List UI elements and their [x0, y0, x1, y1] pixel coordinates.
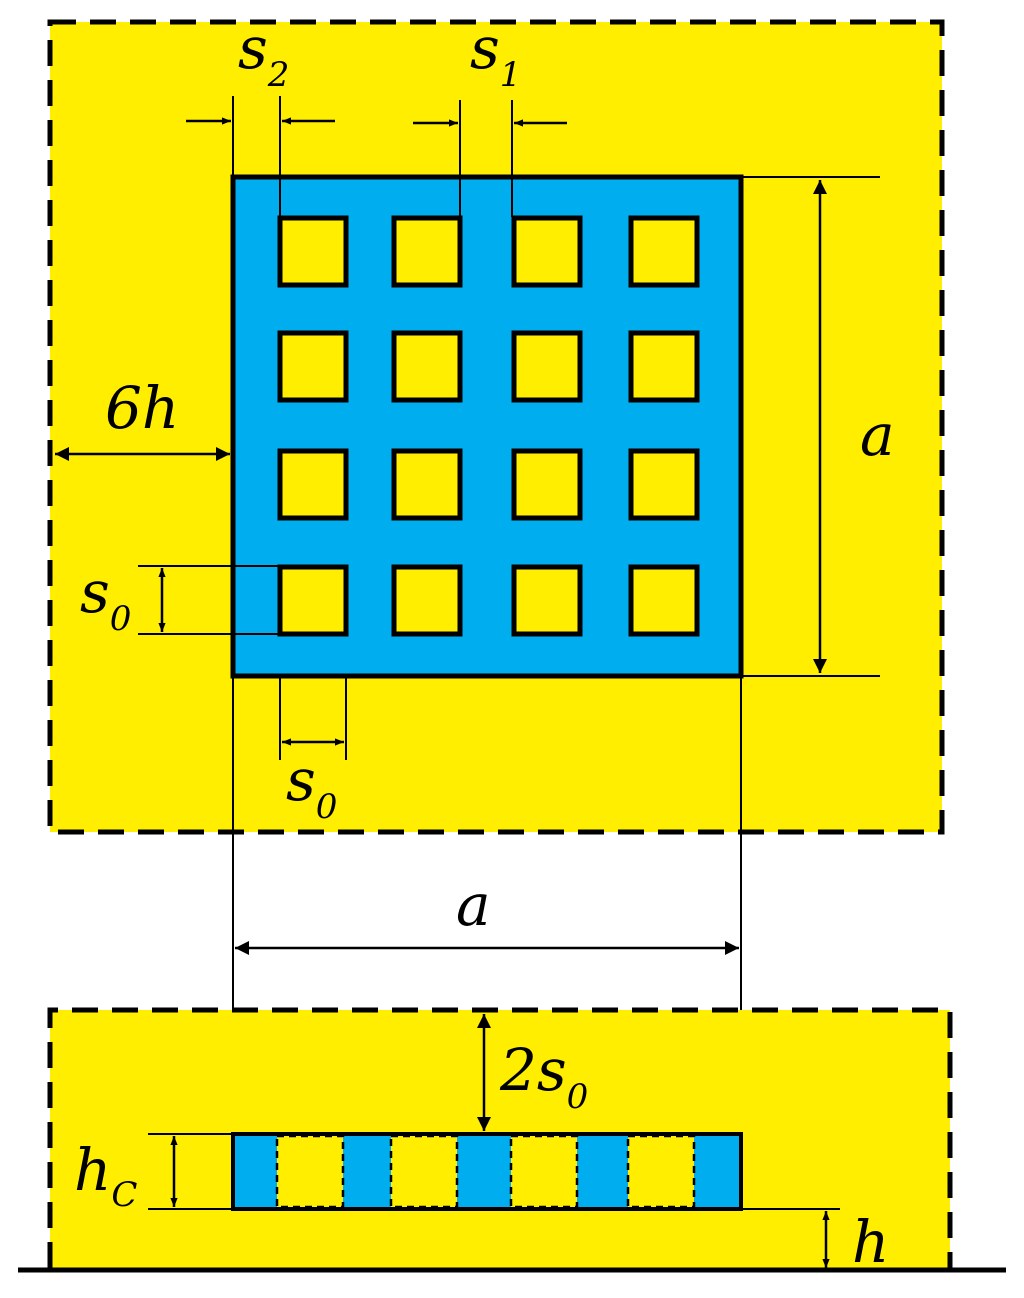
section-slot	[509, 1134, 579, 1209]
slot	[511, 448, 583, 521]
label-s0-left: s0	[80, 558, 131, 639]
slot	[277, 564, 349, 637]
slot	[277, 215, 349, 288]
slot	[391, 330, 463, 403]
slot	[391, 448, 463, 521]
label-a-right: a	[860, 401, 895, 469]
section-outline	[231, 1132, 743, 1211]
label-6h: 6h	[105, 374, 179, 442]
slot-grid	[277, 215, 700, 637]
label-2s0: 2s0	[499, 1036, 588, 1117]
slot	[628, 215, 700, 288]
section-view-dashed-boundary	[47, 1007, 953, 1268]
slot	[628, 448, 700, 521]
section-slot	[389, 1134, 459, 1209]
slot	[511, 564, 583, 637]
dimension-arrows-top	[55, 117, 827, 746]
label-s0-bottom: s0	[286, 746, 337, 827]
slot	[628, 564, 700, 637]
label-hc: hC	[74, 1136, 137, 1215]
extension-lines-top	[138, 96, 880, 760]
label-a-middle: a	[456, 871, 491, 939]
slot	[511, 215, 583, 288]
dimension-lines-section	[148, 1014, 840, 1268]
slot	[628, 330, 700, 403]
label-s1: s1	[470, 14, 521, 95]
label-s2: s2	[238, 14, 289, 95]
slot	[391, 215, 463, 288]
slot	[277, 330, 349, 403]
slot	[277, 448, 349, 521]
section-metal-layer	[231, 1132, 743, 1211]
top-view-dashed-boundary	[47, 19, 945, 835]
label-h: h	[852, 1208, 889, 1276]
slot	[511, 330, 583, 403]
slot	[391, 564, 463, 637]
section-slot	[275, 1134, 345, 1209]
section-slot	[626, 1134, 696, 1209]
